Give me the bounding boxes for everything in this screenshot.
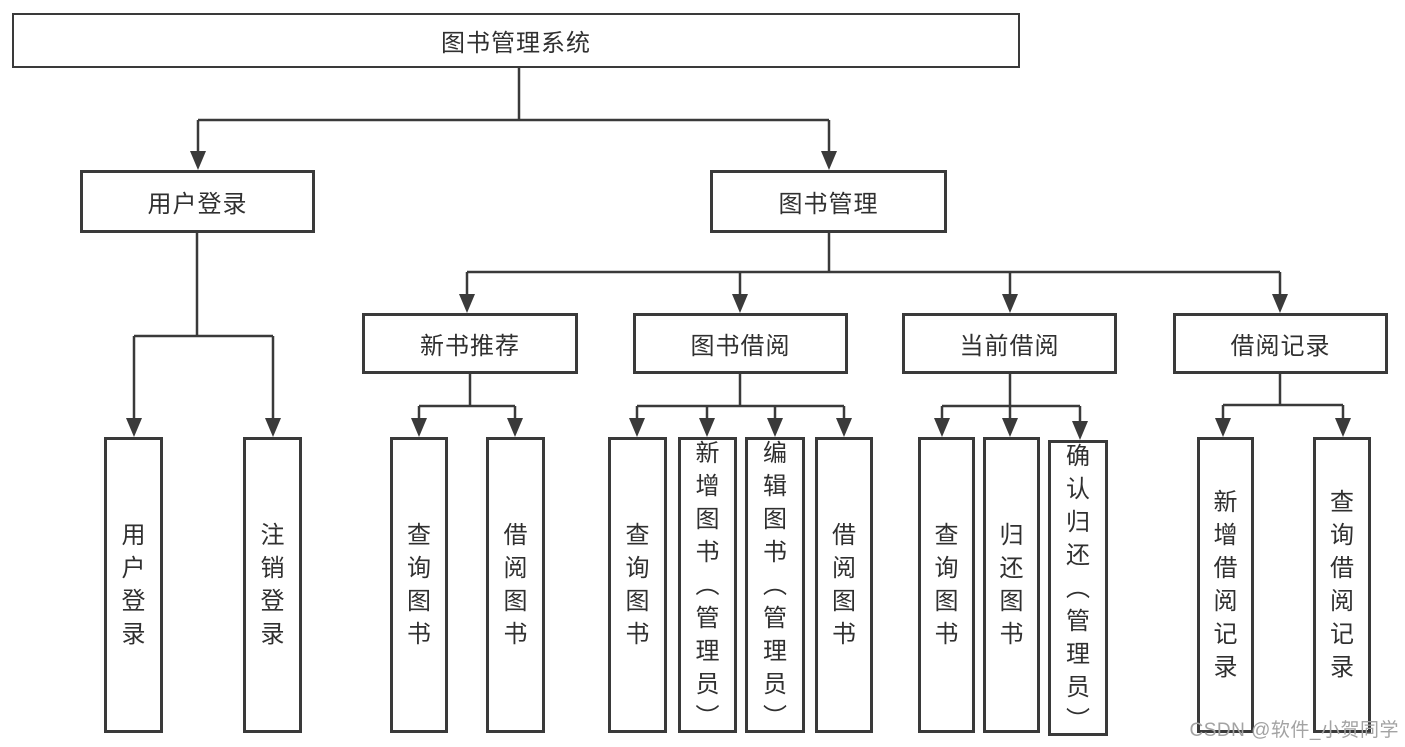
leaf-borrow-books-2-label: 借阅图书 — [832, 522, 856, 648]
leaf-logout: 注销登录 — [243, 437, 302, 733]
leaf-confirm-return-admin: 确认归还︵管理员︶ — [1048, 440, 1108, 736]
node-book-borrow-label: 图书借阅 — [690, 333, 791, 360]
leaf-query-books-current: 查询图书 — [918, 437, 975, 733]
node-new-book-recommend-label: 新书推荐 — [420, 333, 520, 360]
leaf-query-books-recommend-label: 查询图书 — [407, 522, 431, 648]
node-book-borrow: 图书借阅 — [633, 313, 848, 374]
node-user-login: 用户登录 — [80, 170, 315, 233]
leaf-add-borrow-record: 新增借阅记录 — [1197, 437, 1254, 733]
leaf-borrow-books-2: 借阅图书 — [815, 437, 873, 733]
leaf-logout-label: 注销登录 — [260, 522, 285, 648]
leaf-confirm-return-admin-label: 确认归还︵管理员︶ — [1066, 442, 1090, 734]
node-new-book-recommend: 新书推荐 — [362, 313, 578, 374]
leaf-user-login-label: 用户登录 — [121, 522, 146, 648]
node-root: 图书管理系统 — [12, 13, 1020, 68]
leaf-return-books: 归还图书 — [983, 437, 1040, 733]
leaf-query-books-current-label: 查询图书 — [934, 522, 959, 648]
node-borrow-records-label: 借阅记录 — [1230, 333, 1331, 360]
leaf-add-book-admin: 新增图书︵管理员︶ — [678, 437, 737, 733]
leaf-query-borrow-record-label: 查询借阅记录 — [1330, 489, 1354, 681]
leaf-add-borrow-record-label: 新增借阅记录 — [1213, 489, 1238, 681]
leaf-edit-book-admin-label: 编辑图书︵管理员︶ — [763, 439, 787, 731]
node-current-borrow: 当前借阅 — [902, 313, 1117, 374]
node-current-borrow-label: 当前借阅 — [959, 333, 1060, 360]
node-root-label: 图书管理系统 — [441, 30, 591, 57]
leaf-add-book-admin-label: 新增图书︵管理员︶ — [695, 439, 720, 731]
node-user-login-label: 用户登录 — [147, 191, 248, 218]
leaf-query-books-borrow: 查询图书 — [608, 437, 667, 733]
node-book-management-label: 图书管理 — [778, 191, 879, 218]
leaf-query-borrow-record: 查询借阅记录 — [1313, 437, 1371, 733]
leaf-return-books-label: 归还图书 — [999, 522, 1024, 648]
leaf-edit-book-admin: 编辑图书︵管理员︶ — [745, 437, 805, 733]
leaf-borrow-books-recommend: 借阅图书 — [486, 437, 545, 733]
leaf-borrow-books-recommend-label: 借阅图书 — [503, 522, 528, 648]
leaf-user-login: 用户登录 — [104, 437, 163, 733]
leaf-query-books-recommend: 查询图书 — [390, 437, 448, 733]
node-borrow-records: 借阅记录 — [1173, 313, 1388, 374]
node-book-management: 图书管理 — [710, 170, 947, 233]
leaf-query-books-borrow-label: 查询图书 — [625, 522, 650, 648]
watermark: CSDN @软件_小贺同学 — [1189, 720, 1399, 741]
